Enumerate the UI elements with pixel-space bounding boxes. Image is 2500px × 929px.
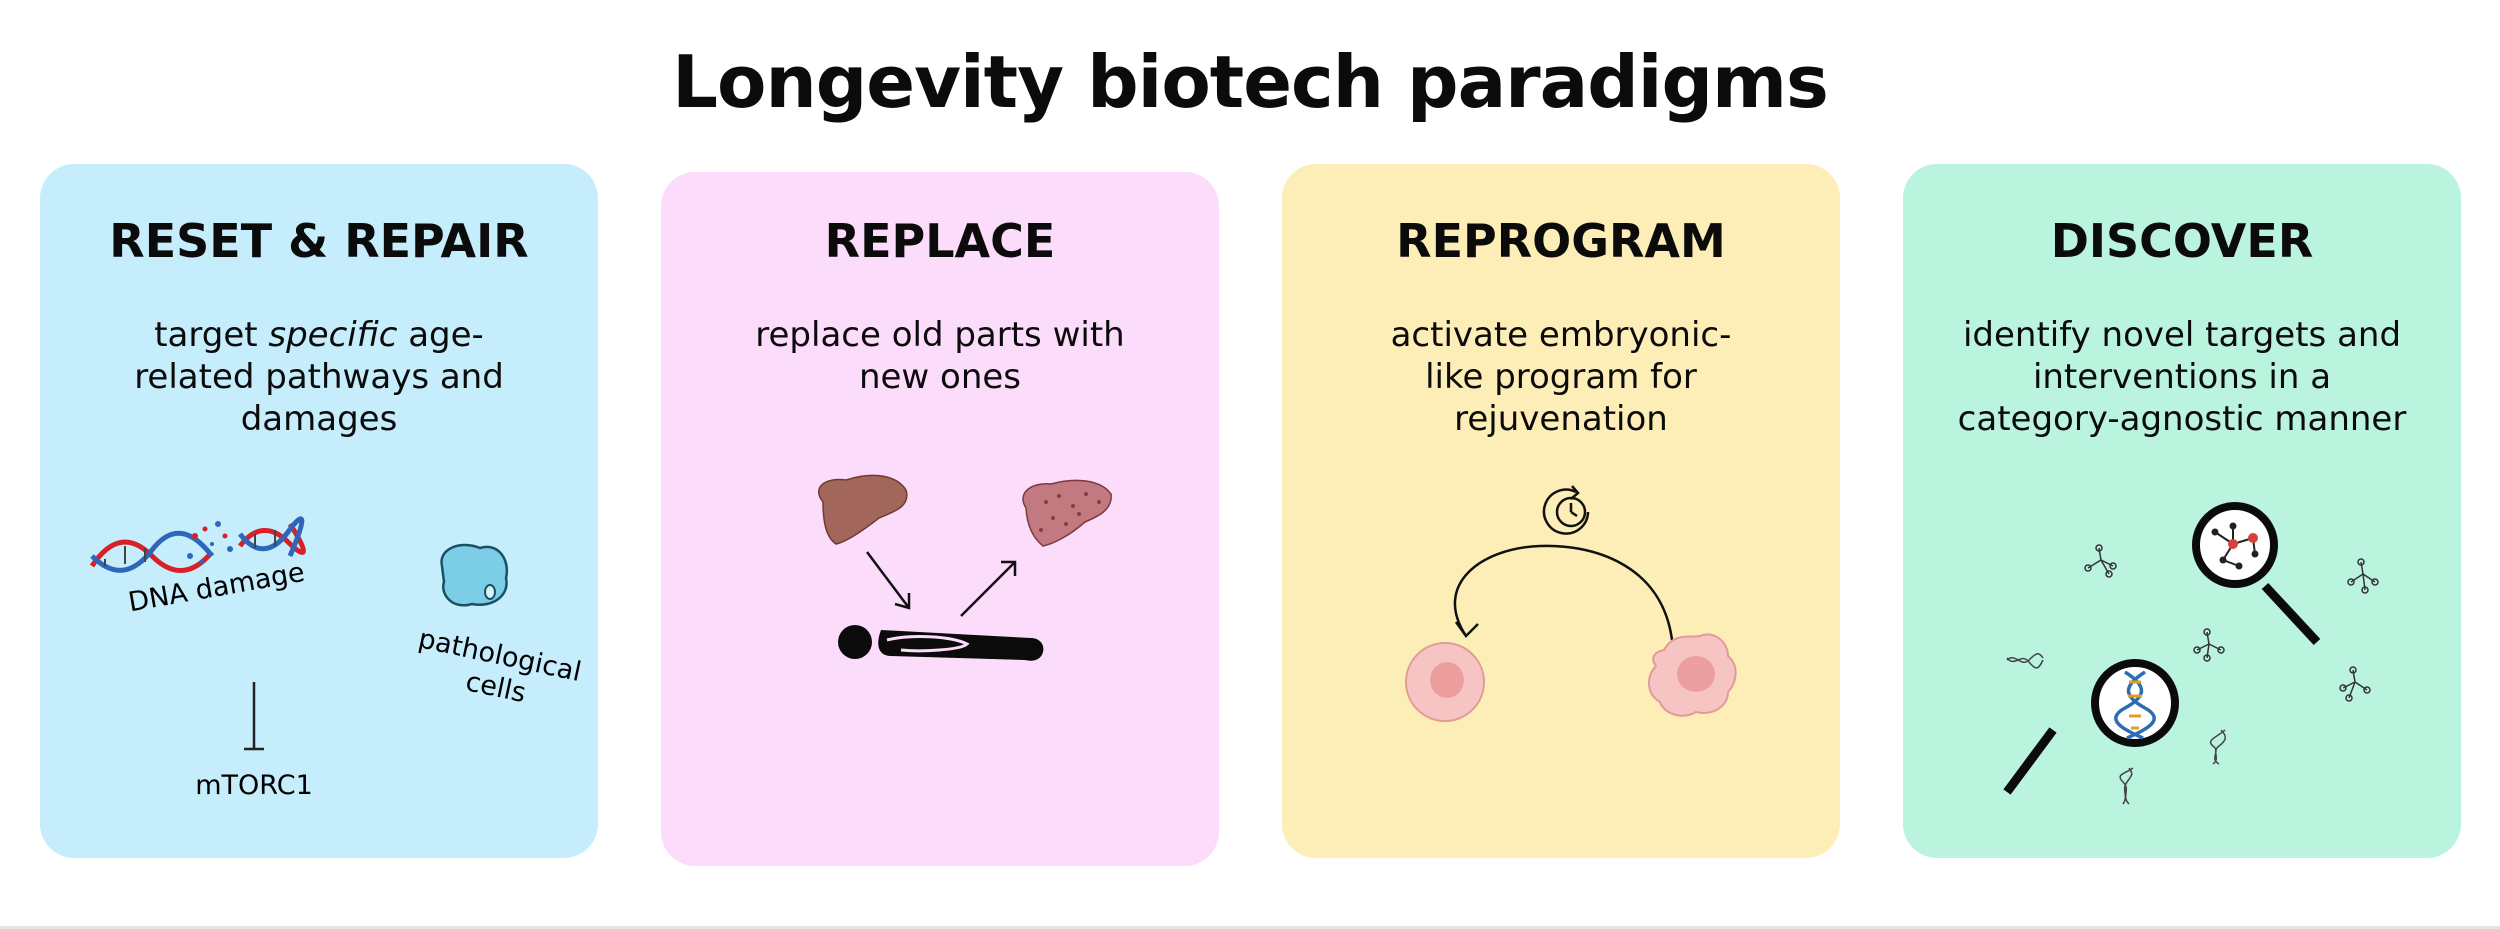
small-molecule-icon xyxy=(2347,558,2379,594)
old-cell-icon xyxy=(1648,633,1737,717)
magnifier-dna-icon xyxy=(2003,659,2179,795)
reset-repair-illustration: DNA damage pathological cells mTORC1 xyxy=(89,516,584,801)
small-molecule-icon xyxy=(2084,544,2117,578)
card-discover: DISCOVER identify novel targets and inte… xyxy=(1903,164,2461,858)
discover-illustration xyxy=(2003,502,2379,805)
card-reset-repair: RESET & REPAIR target specific age-relat… xyxy=(40,164,598,858)
card-heading: REPLACE xyxy=(824,214,1056,268)
small-molecule-icon xyxy=(2339,666,2371,702)
diseased-liver-icon xyxy=(1022,479,1112,547)
dna-damage-label: DNA damage xyxy=(126,557,307,618)
emphasis-text: specific xyxy=(268,315,398,355)
small-dna-icon xyxy=(2209,729,2226,765)
small-molecule-icon xyxy=(2193,628,2225,662)
card-description: identify novel targets and interventions… xyxy=(1957,315,2407,439)
card-description: replace old parts with new ones xyxy=(755,315,1125,397)
page-title: Longevity biotech paradigms xyxy=(672,40,1829,124)
pathological-cell-icon xyxy=(440,543,509,607)
card-heading: REPROGRAM xyxy=(1396,214,1726,268)
card-reprogram: REPROGRAM activate embryonic-like progra… xyxy=(1282,164,1840,858)
bottom-divider xyxy=(0,926,2500,929)
young-cell-icon xyxy=(1405,642,1485,722)
magnifier-molecule-icon xyxy=(2192,502,2321,646)
replace-illustration xyxy=(817,474,1112,661)
arrow-up-icon xyxy=(960,560,1017,617)
clock-reset-icon xyxy=(1542,485,1590,535)
card-description: target specific age-related pathways and… xyxy=(134,315,504,439)
mtorc1-label: mTORC1 xyxy=(195,770,313,801)
card-description: activate embryonic-like program for reju… xyxy=(1390,315,1732,439)
card-replace: REPLACE replace old parts with new ones xyxy=(661,172,1219,866)
small-dna-icon xyxy=(2006,653,2044,669)
reprogram-illustration xyxy=(1405,485,1737,722)
person-lying-icon xyxy=(838,625,1044,661)
dna-helix-icon xyxy=(89,516,306,573)
small-dna-icon xyxy=(2119,767,2134,805)
arrow-down-icon xyxy=(866,551,911,610)
inhibition-icon xyxy=(244,682,264,751)
healthy-liver-icon xyxy=(817,474,908,545)
card-heading: DISCOVER xyxy=(2050,214,2314,268)
card-heading: RESET & REPAIR xyxy=(109,214,529,268)
arc-arrow-icon xyxy=(1453,544,1674,641)
